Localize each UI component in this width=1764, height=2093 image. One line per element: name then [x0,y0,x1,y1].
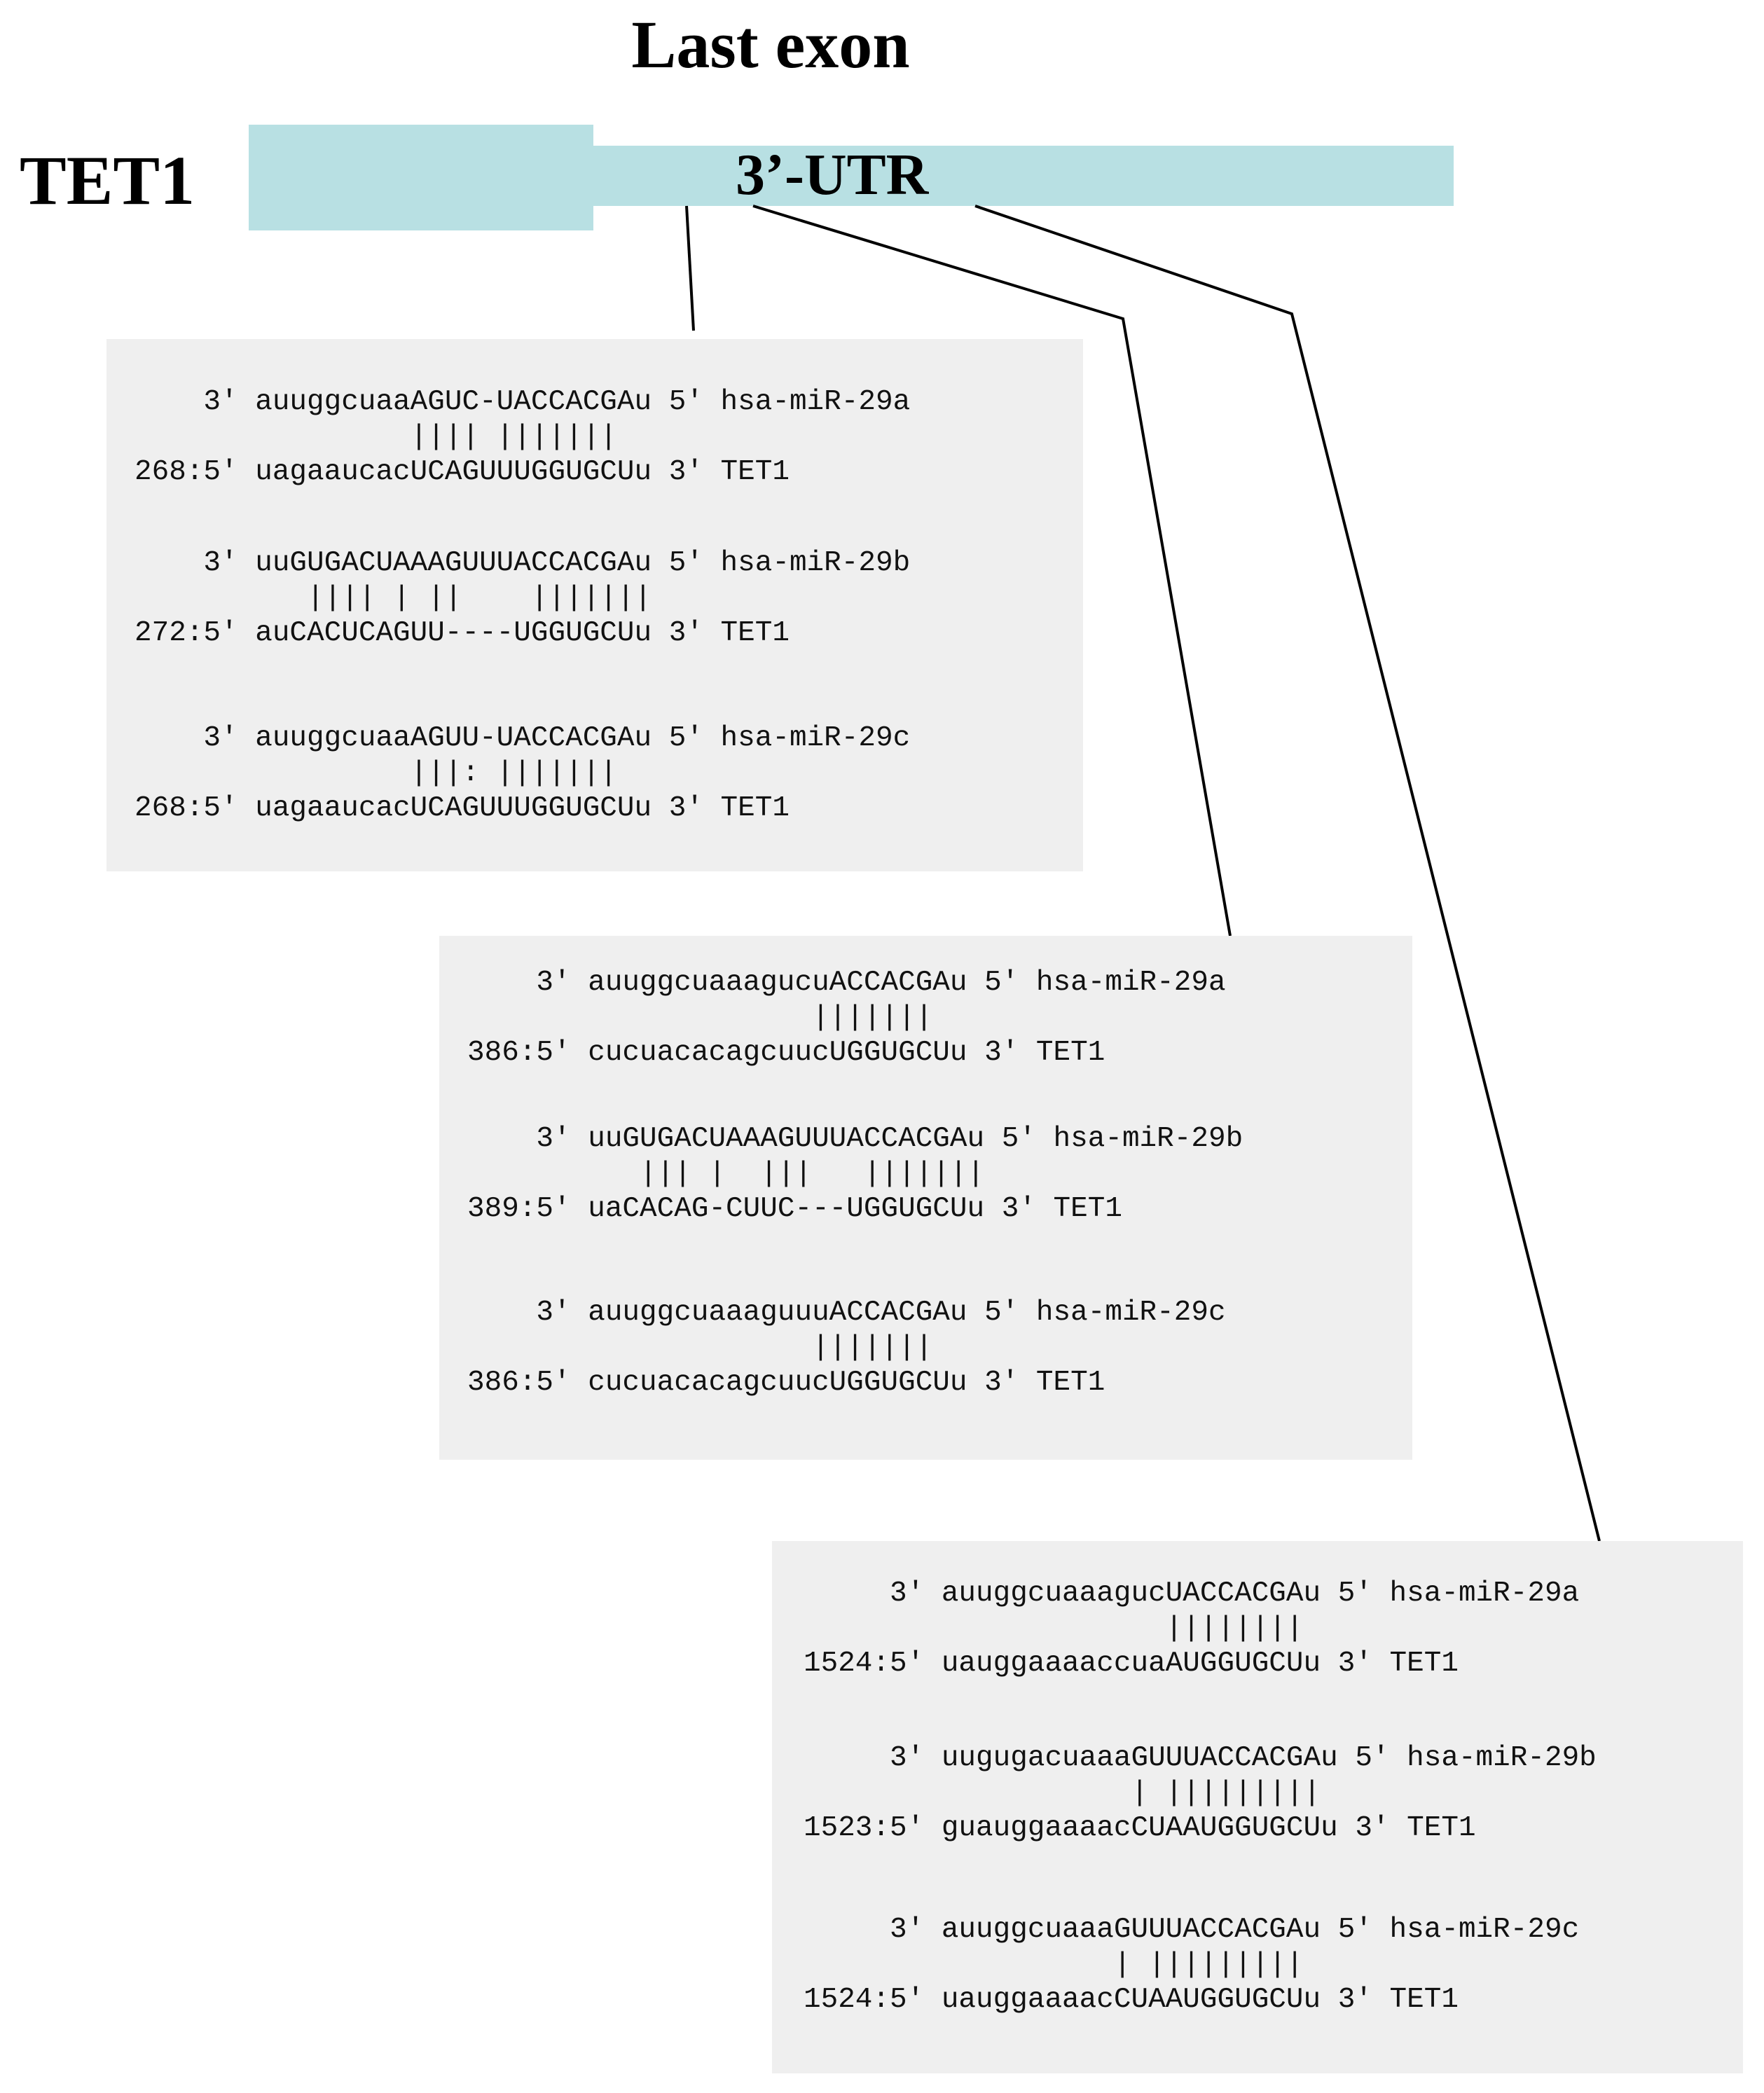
alignment-block: 3' uugugacuaaaGUUUACCACGAu 5' hsa-miR-29… [804,1741,1597,1846]
pairing-lines: | ||||||||| [804,1777,1321,1809]
last-exon-coding-region [249,125,593,230]
mirna-sequence: 3' auuggcuaaAGUU-UACCACGAu 5' hsa-miR-29… [135,722,911,754]
target-sequence: 386:5' cucuacacagcuucUGGUGCUu 3' TET1 [467,1367,1105,1399]
pairing-lines: |||||||| [804,1612,1304,1645]
mirna-sequence: 3' auuggcuaaaguuuACCACGAu 5' hsa-miR-29c [467,1297,1226,1329]
gene-label: TET1 [20,141,195,219]
mirna-sequence: 3' auuggcuaaaGUUUACCACGAu 5' hsa-miR-29c [804,1914,1580,1946]
mirna-sequence: 3' auuggcuaaagucUACCACGAu 5' hsa-miR-29a [804,1577,1580,1610]
pairing-lines: |||: ||||||| [135,757,617,789]
target-sequence: 389:5' uaCACAG-CUUC---UGGUGCUu 3' TET1 [467,1193,1122,1225]
alignment-block: 3' uuGUGACUAAAGUUUACCACGAu 5' hsa-miR-29… [135,546,910,651]
alignment-block: 3' auuggcuaaaguuuACCACGAu 5' hsa-miR-29c… [467,1295,1226,1400]
alignment-block: 3' auuggcuaaAGUC-UACCACGAu 5' hsa-miR-29… [135,385,910,490]
target-sequence: 1524:5' uauggaaaaccuaAUGGUGCUu 3' TET1 [804,1648,1459,1680]
pairing-lines: ||| | ||| ||||||| [467,1158,985,1190]
target-sequence: 268:5' uagaaucacUCAGUUUGGUGCUu 3' TET1 [135,792,790,824]
pairing-lines: |||| | || ||||||| [135,582,652,614]
alignment-panel-1: 3' auuggcuaaAGUC-UACCACGAu 5' hsa-miR-29… [106,339,1083,871]
target-sequence: 1523:5' guauggaaaacCUAAUGGUGCUu 3' TET1 [804,1812,1476,1844]
mirna-sequence: 3' auuggcuaaagucuACCACGAu 5' hsa-miR-29a [467,967,1226,999]
pairing-lines: |||| ||||||| [135,421,617,453]
pairing-lines: | ||||||||| [804,1949,1304,1981]
target-sequence: 386:5' cucuacacagcuucUGGUGCUu 3' TET1 [467,1037,1105,1069]
alignment-panel-3: 3' auuggcuaaagucUACCACGAu 5' hsa-miR-29a… [772,1541,1743,2073]
alignment-block: 3' auuggcuaaagucUACCACGAu 5' hsa-miR-29a… [804,1576,1579,1681]
utr-label: 3’-UTR [736,142,929,207]
alignment-block: 3' auuggcuaaaGUUUACCACGAu 5' hsa-miR-29c… [804,1912,1579,2017]
connector-line-panel-3 [974,205,1601,1542]
alignment-block: 3' auuggcuaaAGUU-UACCACGAu 5' hsa-miR-29… [135,721,910,826]
mirna-sequence: 3' auuggcuaaAGUC-UACCACGAu 5' hsa-miR-29… [135,386,911,418]
pairing-lines: ||||||| [467,1332,933,1364]
pairing-lines: ||||||| [467,1002,933,1034]
utr-region [593,146,1454,206]
diagram-title: Last exon [631,7,910,82]
mirna-sequence: 3' uuGUGACUAAAGUUUACCACGAu 5' hsa-miR-29… [467,1123,1243,1155]
mirna-sequence: 3' uuGUGACUAAAGUUUACCACGAu 5' hsa-miR-29… [135,547,911,579]
connector-line-panel-2 [752,205,1232,937]
alignment-panel-2: 3' auuggcuaaagucuACCACGAu 5' hsa-miR-29a… [439,936,1412,1460]
alignment-block: 3' auuggcuaaagucuACCACGAu 5' hsa-miR-29a… [467,965,1226,1070]
connector-line-panel-1 [685,205,695,331]
mirna-sequence: 3' uugugacuaaaGUUUACCACGAu 5' hsa-miR-29… [804,1742,1597,1774]
target-sequence: 1524:5' uauggaaaacCUAAUGGUGCUu 3' TET1 [804,1984,1459,2016]
alignment-block: 3' uuGUGACUAAAGUUUACCACGAu 5' hsa-miR-29… [467,1121,1243,1227]
target-sequence: 272:5' auCACUCAGUU----UGGUGCUu 3' TET1 [135,617,790,649]
target-sequence: 268:5' uagaaucacUCAGUUUGGUGCUu 3' TET1 [135,456,790,488]
